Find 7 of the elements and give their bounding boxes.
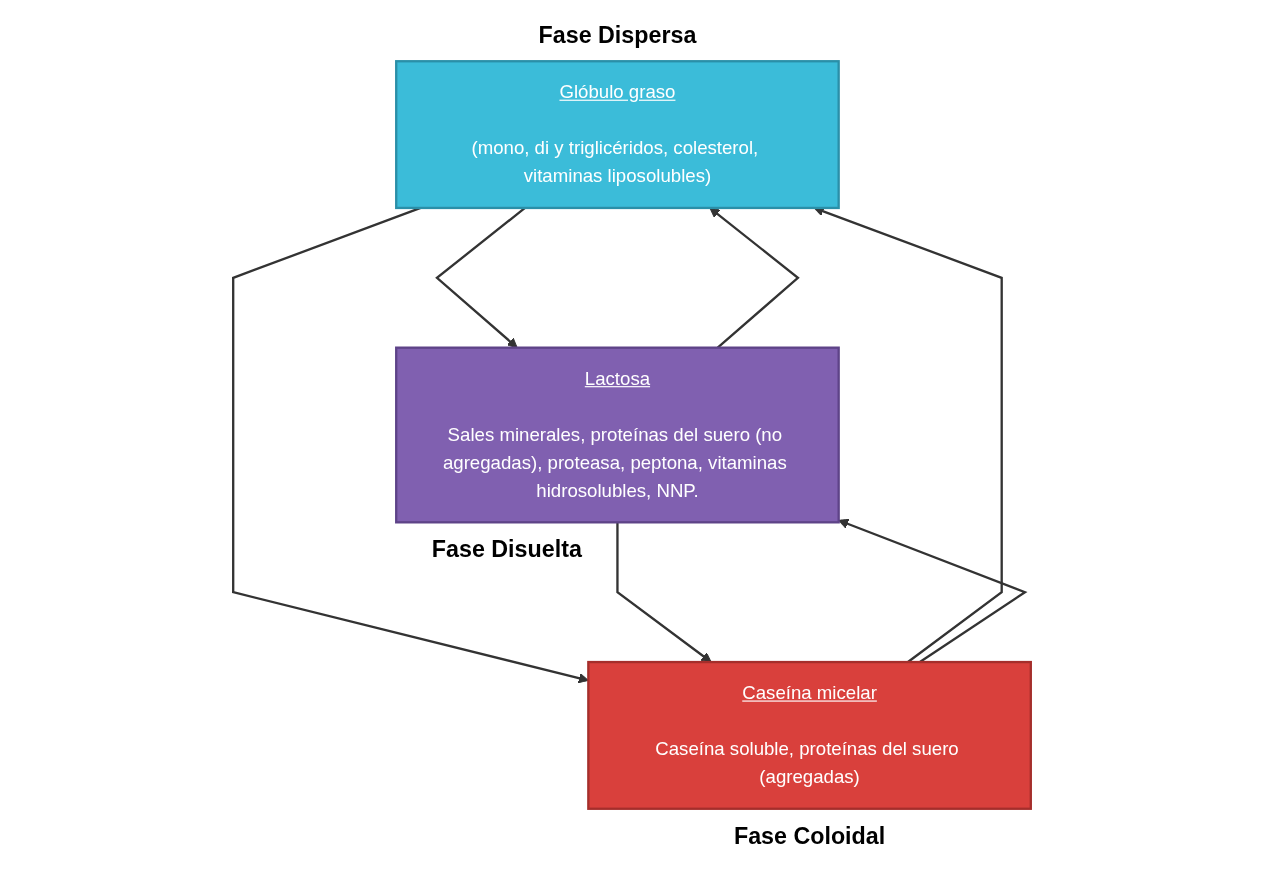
phase-label: Fase Disuelta: [431, 535, 582, 562]
phase-label: Fase Coloidal: [733, 822, 885, 849]
node-box: Caseína micelar Caseína soluble, proteínas del suero (agregadas): [586, 660, 1032, 810]
node-box: Glóbulo graso (mono, di y triglicéridos, colesterol, vitaminas liposolubles): [394, 59, 840, 209]
arrow: [615, 521, 712, 662]
phase-label: Fase Dispersa: [538, 21, 696, 48]
node-box: Lactosa Sales minerales, proteínas del suero (no agregadas), proteasa, peptona, vitaminas hidrosolubles, NNP.: [394, 346, 840, 523]
